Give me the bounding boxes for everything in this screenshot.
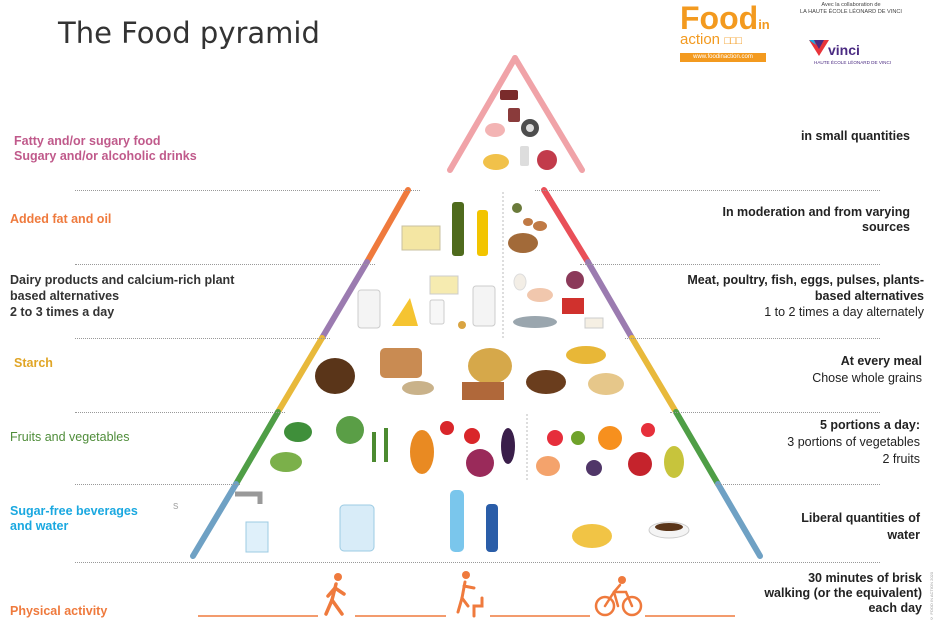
dairy-label-line2: based alternatives [10,289,120,303]
meat-advice-line1: Meat, poultry, fish, eggs, pulses, plant… [687,273,924,287]
logo-in-word: in [758,17,770,32]
water-advice-line1: Liberal quantities of [801,511,920,525]
separator [75,190,420,191]
fatty-label-line1: Fatty and/or sugary food [14,134,161,148]
vinci-triangle-icon [809,40,829,56]
food-in-action-logo: Foodin action □□□ www.foodinaction.com [680,0,770,62]
logo-action-word: action [680,31,721,48]
level-dairy-label: Dairy products and calcium-rich plant ba… [10,272,234,320]
treats-illustration [483,90,557,170]
separator [580,264,880,265]
activity-advice: 30 minutes of brisk walking (or the equi… [764,571,922,616]
fatty-advice: in small quantities [801,129,910,144]
starch-advice-line2: Chose whole grains [812,371,922,385]
collab-line-1: Avec la collaboration de [821,2,881,8]
dairy-label-line3: 2 to 3 times a day [10,305,115,319]
level-fatty-label: Fatty and/or sugary food Sugary and/or a… [14,134,197,164]
fat-advice-line2: sources [862,220,910,234]
fatty-advice-text: in small quantities [800,129,910,143]
page-title: The Food pyramid [58,16,320,50]
fruits-advice-line1: 5 portions a day: [819,418,920,432]
water-label-line1: Sugar-free beverages [10,504,138,518]
vinci-subtitle: HAUTE ÉCOLE LÉONARD DE VINCI [814,60,892,65]
fatty-label-line2: Sugary and/or alcoholic drinks [14,149,197,163]
level-water-label: Sugar-free beverages and water [10,504,138,534]
separator [715,484,880,485]
collab-line-2: LA HAUTE ÉCOLE LÉONARD DE VINCI [800,9,902,15]
logo-food-word: Food [680,0,759,36]
separator [625,338,880,339]
meat-advice-line2: based alternatives [814,289,924,303]
vinci-name: vinci [828,42,860,58]
dairy-meat-illustration [357,271,604,329]
water-advice: Liberal quantities of water [801,510,920,544]
separator [535,190,880,191]
separator [75,264,375,265]
water-illustration [235,490,690,553]
collaboration-note: Avec la collaboration de LA HAUTE ÉCOLE … [792,2,910,16]
starch-advice: At every meal Chose whole grains [812,353,922,387]
separator [75,484,240,485]
activity-advice-line1: 30 minutes of brisk [808,571,922,585]
fruits-vegetables-illustration [270,416,684,478]
meat-advice-line3: 1 to 2 times a day alternately [764,305,924,319]
bicycle-icon [594,576,643,617]
fruits-advice: 5 portions a day: 3 portions of vegetabl… [787,417,920,468]
starch-advice-line1: At every meal [840,354,922,368]
separator [75,338,330,339]
level-fat-label: Added fat and oil [10,212,112,226]
fats-illustration [401,202,547,256]
level-activity-label: Physical activity [10,604,108,618]
activity-advice-line3: each day [868,601,922,615]
water-label-line2: and water [10,519,69,533]
dairy-label-line1: Dairy products and calcium-rich plant [10,273,235,287]
separator [75,562,880,563]
fruits-advice-line3: 2 fruits [882,452,920,466]
copyright-note: © FOOD IN ACTION 2020 [929,572,934,621]
meat-advice: Meat, poultry, fish, eggs, pulses, plant… [687,272,924,320]
walking-person-icon [324,573,346,616]
water-label-ghost: s [173,500,179,512]
starch-illustration [315,346,624,400]
level-fruits-label: Fruits and vegetables [10,430,130,444]
separator [670,412,880,413]
fat-advice: In moderation and from varying sources [722,205,910,235]
activity-advice-line2: walking (or the equivalent) [764,586,922,600]
separator [75,412,285,413]
water-advice-line2: water [887,528,920,542]
logo-url: www.foodinaction.com [680,53,766,62]
level-starch-label: Starch [14,356,53,370]
stairs-climbing-icon [456,571,484,618]
fat-advice-line1: In moderation and from varying [722,205,910,219]
fruits-advice-line2: 3 portions of vegetables [787,435,920,449]
